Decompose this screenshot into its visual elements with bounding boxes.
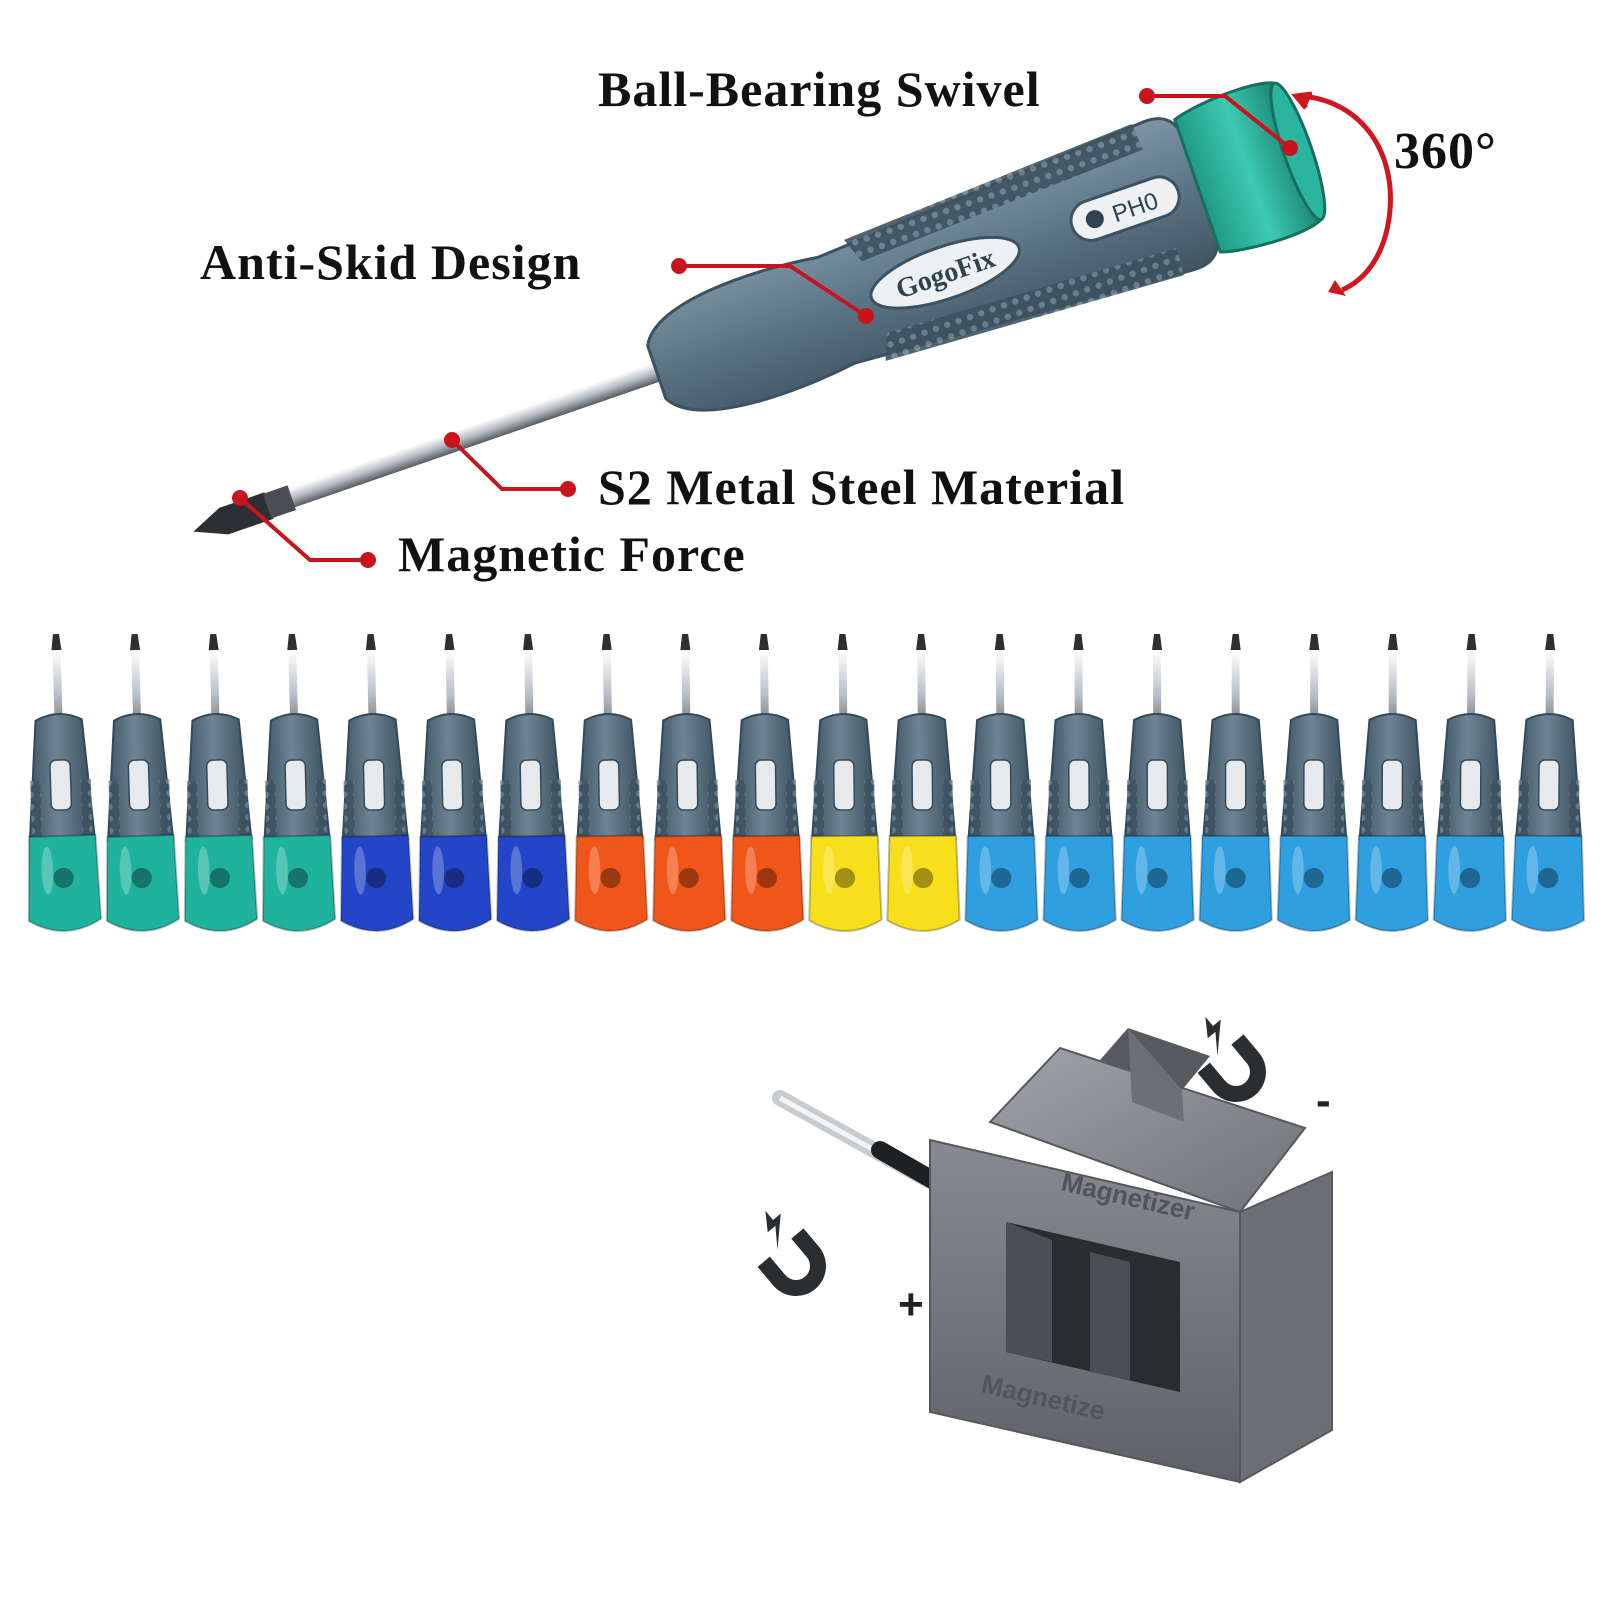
set-screwdriver — [1042, 633, 1117, 932]
brand-badge — [869, 235, 1021, 310]
callout-ball-bearing-swivel: Ball-Bearing Swivel — [598, 61, 1041, 117]
callout-magnetic-force: Magnetic Force — [398, 526, 746, 582]
set-screwdriver — [27, 633, 103, 932]
rotation-arrow — [1291, 91, 1393, 296]
magnetizer-block: Magnetizer Magnetize — [772, 1028, 1333, 1484]
set-screwdriver — [261, 633, 337, 932]
set-screwdriver — [1432, 633, 1507, 932]
set-screwdriver — [183, 633, 259, 932]
magnet-minus-icon — [1197, 1016, 1266, 1102]
screwdriver-set-row — [27, 633, 1586, 932]
callout-360-rotation: 360° — [1394, 123, 1497, 180]
anti-skid-grip-bottom — [885, 248, 1184, 361]
steel-shaft — [219, 360, 669, 531]
main-screwdriver: GogoFix PH0 — [193, 81, 1327, 535]
callout-anti-skid-design: Anti-Skid Design — [200, 234, 582, 290]
set-screwdriver — [886, 633, 961, 932]
set-screwdriver — [808, 633, 883, 932]
callout-connectors — [232, 88, 1298, 568]
set-screwdriver — [105, 633, 181, 932]
set-screwdriver — [574, 633, 649, 932]
phillips-tip — [193, 492, 274, 535]
set-screwdriver — [496, 633, 571, 932]
set-screwdriver — [1354, 633, 1429, 932]
set-screwdriver — [1276, 633, 1351, 932]
callout-s2-steel: S2 Metal Steel Material — [598, 459, 1125, 515]
anti-skid-grip-top — [843, 123, 1143, 262]
set-screwdriver — [1198, 634, 1273, 932]
magnetize-plus-sign: + — [898, 1280, 924, 1329]
set-screwdriver — [339, 633, 415, 932]
set-screwdriver — [418, 633, 493, 932]
set-screwdriver — [652, 633, 727, 932]
demagnetize-minus-sign: - — [1316, 1076, 1331, 1125]
set-screwdriver — [1510, 633, 1586, 932]
set-screwdriver — [964, 633, 1039, 932]
set-screwdriver — [730, 633, 805, 932]
set-screwdriver — [1120, 633, 1195, 932]
magnet-plus-icon — [757, 1210, 826, 1296]
